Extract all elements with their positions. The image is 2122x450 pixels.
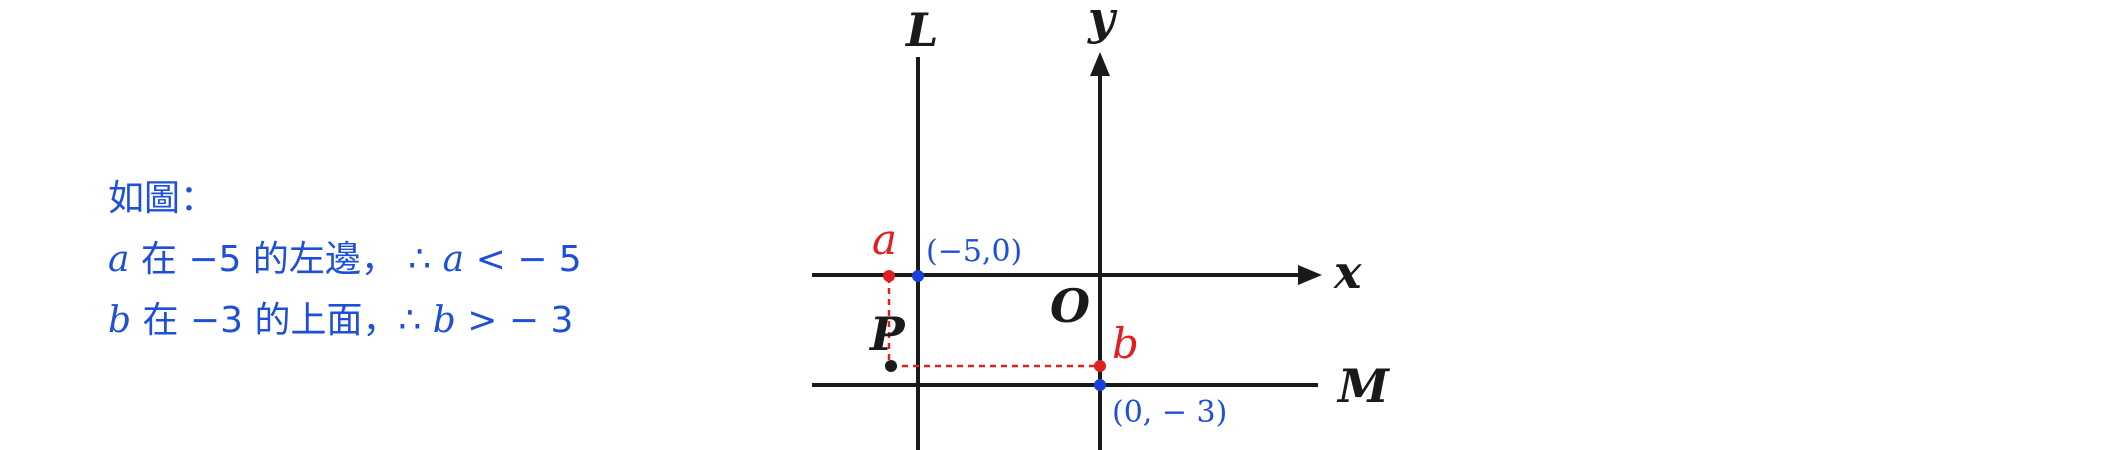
var-b-conclusion: b [432, 300, 456, 341]
point-P [885, 360, 897, 372]
explanation-line-3: b 在 −3 的上面，∴ b > − 3 [108, 290, 582, 351]
var-a: a [108, 239, 130, 280]
explanation-line-1: 如圖： [108, 168, 582, 229]
explanation-b-text: 在 −3 的上面，∴ [131, 300, 433, 341]
label-P: P [868, 307, 906, 361]
label-origin: O [1050, 279, 1090, 333]
label-point-neg5-0: (−5,0) [926, 234, 1022, 269]
explanation-b-inequality: > − 3 [455, 300, 574, 341]
explanation-line-2: a 在 −5 的左邊， ∴ a < − 5 [108, 229, 582, 290]
explanation-intro: 如圖： [108, 178, 217, 219]
x-axis-arrow [1298, 265, 1322, 285]
label-x: x [1333, 245, 1362, 299]
label-point-0-neg3: (0, − 3) [1112, 395, 1227, 430]
point-a [883, 270, 895, 282]
explanation-a-inequality: < − 5 [464, 239, 582, 280]
y-axis-arrow [1090, 52, 1110, 76]
point-neg5-0 [912, 270, 924, 282]
label-M: M [1336, 359, 1391, 413]
point-b [1094, 360, 1106, 372]
var-b: b [108, 300, 132, 341]
point-0-neg3 [1094, 379, 1106, 391]
label-a: a [872, 215, 897, 264]
explanation-text: 如圖： a 在 −5 的左邊， ∴ a < − 5 b 在 −3 的上面，∴ b… [108, 168, 582, 351]
var-a-conclusion: a [442, 239, 465, 280]
label-b: b [1112, 319, 1139, 368]
label-y: y [1087, 0, 1118, 45]
explanation-a-text: 在 −5 的左邊， ∴ [129, 239, 443, 280]
label-L: L [904, 3, 938, 57]
